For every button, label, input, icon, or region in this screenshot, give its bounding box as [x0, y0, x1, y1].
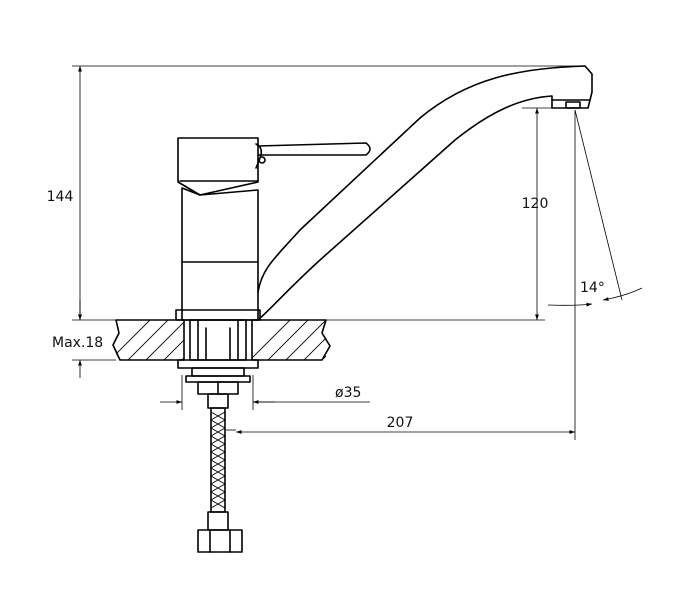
countertop	[112, 319, 331, 361]
supply-hose	[197, 393, 243, 553]
dimension-labels: 144 120 Max.18 ø35 207 14°	[47, 189, 605, 431]
mounting-hardware	[177, 319, 259, 395]
dimension-lines	[78, 66, 643, 434]
spout	[257, 65, 593, 321]
dimension-max-thickness: Max.18	[52, 335, 103, 351]
dimension-diameter: ø35	[335, 385, 361, 401]
faucet-body	[175, 137, 371, 321]
extension-lines	[72, 65, 623, 440]
countertop-hatch-left	[116, 320, 184, 360]
dimension-height-total: 144	[47, 189, 74, 205]
dimension-reach: 207	[387, 415, 414, 431]
countertop-hatch-right	[252, 320, 326, 360]
dimension-spout-height: 120	[522, 196, 549, 212]
dimension-angle: 14°	[580, 280, 605, 296]
